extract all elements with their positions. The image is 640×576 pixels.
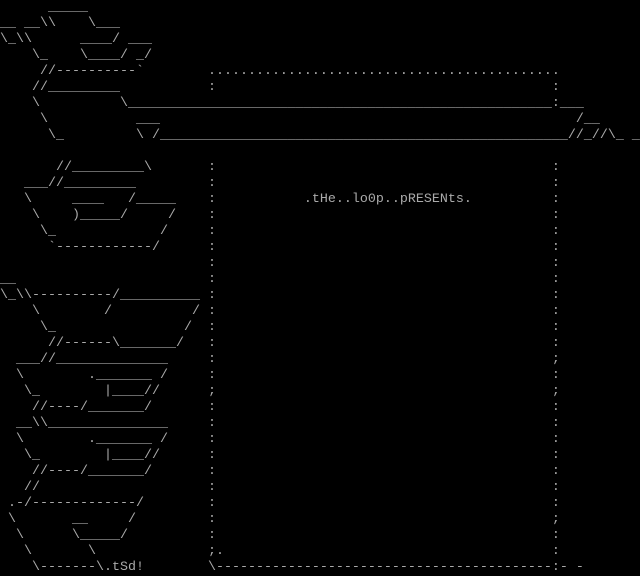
- ascii-art-row: `------------/ : :: [0, 240, 560, 255]
- ascii-art-row: //----------` ..........................…: [0, 64, 560, 79]
- ascii-art-row: //----/_______/ : :: [0, 464, 560, 479]
- ascii-art-row: ___//______________ : ;: [0, 352, 560, 367]
- ascii-art-row: \_\\----------/__________ : :: [0, 288, 560, 303]
- ascii-art-row: \_ \____/ _/: [0, 48, 152, 63]
- ascii-art-row: \ )_____/ / : :: [0, 208, 560, 223]
- ascii-art-row: \ ____ /_____ : .tHe..lo0p..pRESENts. :: [0, 192, 560, 207]
- ascii-art-row: \ __ / : ;: [0, 512, 560, 527]
- ascii-art-row: __\\_______________ : :: [0, 416, 560, 431]
- ascii-art-row: \ \_____/ : :: [0, 528, 560, 543]
- ascii-art-row: .-/-------------/ : :: [0, 496, 560, 511]
- ascii-art-row: //_________\ : :: [0, 160, 560, 175]
- ascii-art-row: \_ |____// : :: [0, 448, 560, 463]
- ascii-art-row: \_ / : :: [0, 224, 560, 239]
- ascii-art-row: __ __\\ \___: [0, 16, 120, 31]
- ascii-art-row: \_ \ /__________________________________…: [0, 128, 640, 143]
- ascii-art-row: __ : :: [0, 272, 560, 287]
- ascii-art-row: \ ._______ / : :: [0, 432, 560, 447]
- ascii-art-row: [0, 144, 640, 160]
- ascii-art-row: : :: [0, 256, 560, 271]
- ascii-art-row: \_ |____// ; ;: [0, 384, 560, 399]
- ascii-art-row: \ ._______ / : :: [0, 368, 560, 383]
- ascii-art-row: ___//_________ : :: [0, 176, 560, 191]
- ascii-art-row: \ \ ;. :: [0, 544, 560, 559]
- ascii-art-row: \ \_____________________________________…: [0, 96, 584, 111]
- ascii-art-row: \ ___ /__: [0, 112, 600, 127]
- ascii-art-row: \_\\ ____/ ___: [0, 32, 152, 47]
- ascii-art-row: //----/_______/ : :: [0, 400, 560, 415]
- ascii-art-row: \_ / : :: [0, 320, 560, 335]
- ascii-art-row: \ / / : :: [0, 304, 560, 319]
- ascii-art-row: _____: [0, 0, 88, 15]
- ascii-art-row: //------\_______/ : :: [0, 336, 560, 351]
- ascii-art-row: // : :: [0, 480, 560, 495]
- ascii-art-row: \-------\.tSd! \------------------------…: [0, 560, 584, 575]
- ascii-art-row: //_________ : :: [0, 80, 560, 95]
